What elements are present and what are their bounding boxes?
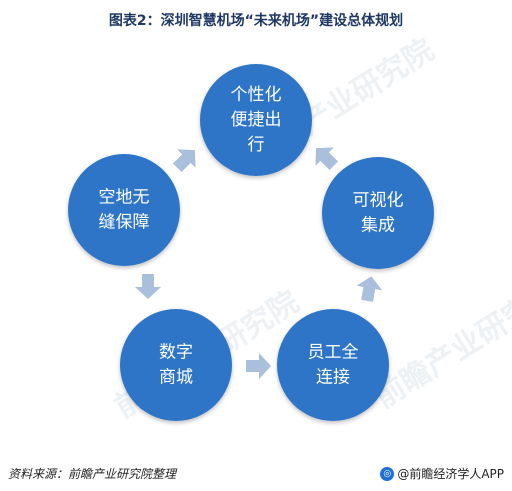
flow-arrow-icon	[356, 276, 383, 302]
node-circle	[68, 154, 180, 266]
node-label: 商城	[159, 368, 193, 388]
brand-credit: ◎ @前瞻经济学人APP	[380, 465, 504, 482]
node-label: 数字	[159, 343, 193, 363]
source-note: 资料来源：前瞻产业研究院整理	[8, 467, 177, 481]
brand-logo-icon: ◎	[380, 466, 395, 481]
flow-arrow-icon	[172, 149, 196, 173]
node-label: 空地无	[99, 188, 150, 208]
node-label: 可视化	[353, 191, 404, 211]
node-label: 便捷出	[231, 110, 282, 130]
flow-arrow-icon	[246, 353, 271, 379]
node-label: 连接	[316, 368, 350, 388]
node-label: 集成	[361, 216, 395, 236]
node-label: 员工全	[308, 343, 359, 363]
node-circle	[120, 309, 232, 421]
figure-title: 图表2：深圳智慧机场“未来机场”建设总体规划	[108, 13, 404, 29]
brand-text: @前瞻经济学人APP	[397, 467, 504, 481]
node-label: 个性化	[231, 85, 282, 105]
node-label: 行	[248, 135, 265, 155]
node-circle	[200, 64, 312, 176]
flow-arrow-icon	[315, 147, 339, 171]
flow-arrow-icon	[135, 274, 161, 299]
node-circle	[277, 309, 389, 421]
node-label: 缝保障	[99, 213, 150, 233]
node-circle	[322, 157, 434, 269]
